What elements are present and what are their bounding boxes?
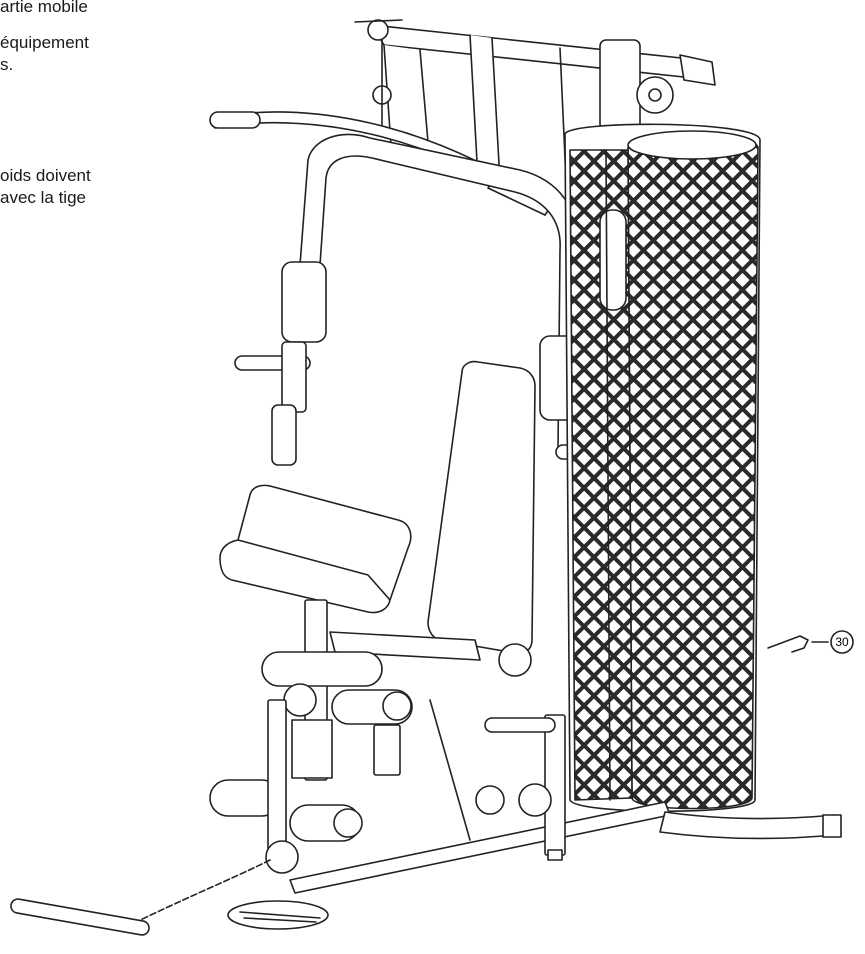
instruction-text-bottom: oids doivent avec la tige [0,165,91,209]
arm-frame [234,133,617,466]
text-line: avec la tige [0,188,86,207]
weight-stack-tower [564,123,761,812]
lat-bar [209,111,553,216]
chain-handle [10,859,271,936]
leg-pads [209,643,552,874]
preacher-pad [219,484,412,614]
seat-assembly [261,599,481,781]
part-30-pin [767,630,854,654]
callout-number: 30 [835,635,849,649]
back-pad [427,360,536,655]
instruction-text-top: artie mobile équipement s. [0,0,89,76]
text-line: artie mobile [0,0,88,16]
text-line: équipement [0,33,89,52]
text-line: s. [0,55,14,74]
text-line: oids doivent [0,166,91,185]
base-frame [227,714,842,930]
